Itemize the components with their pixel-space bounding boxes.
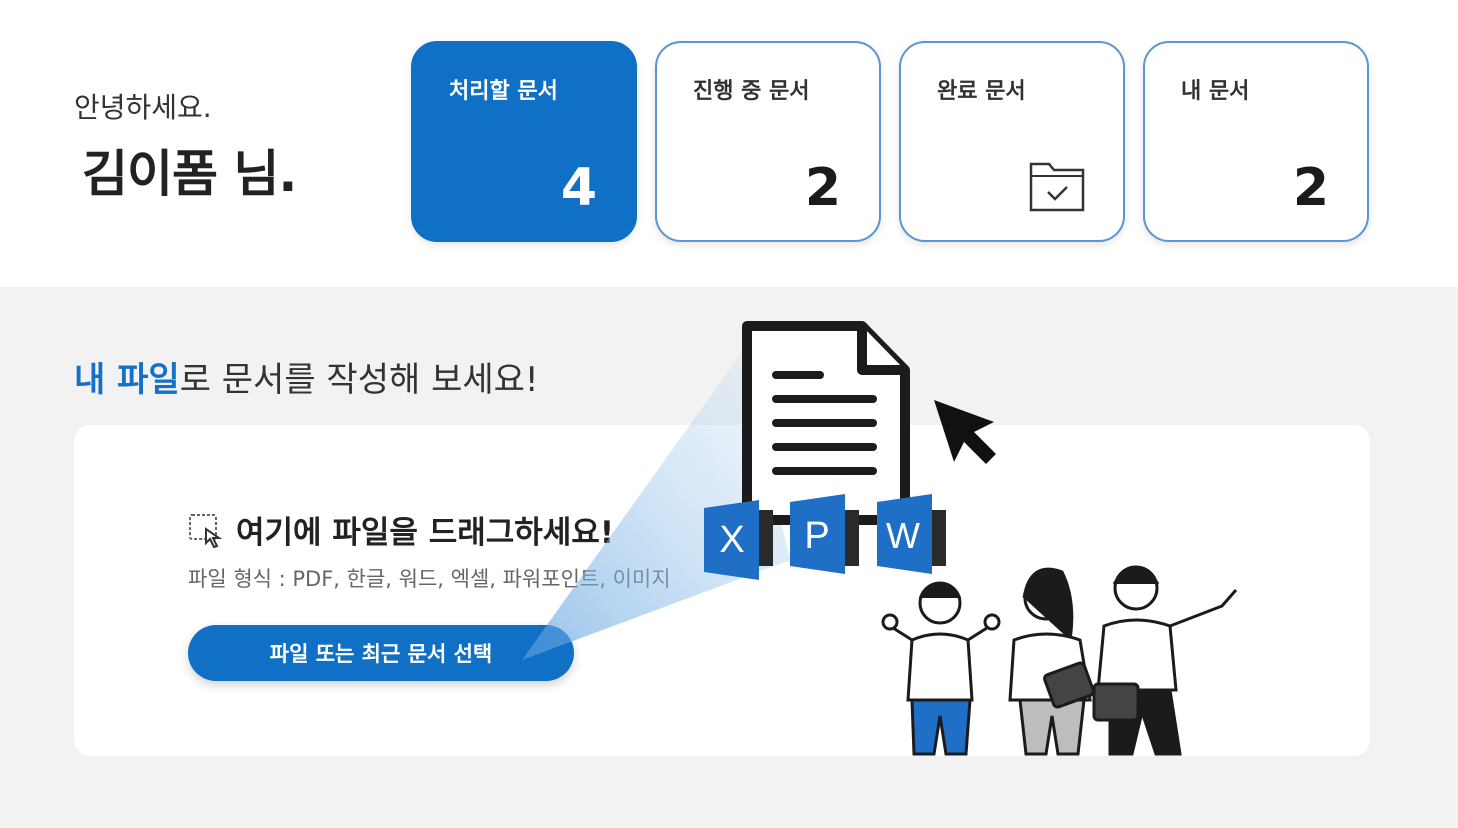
- drag-title: 여기에 파일을 드래그하세요!: [188, 507, 614, 552]
- card-in-progress-documents[interactable]: 진행 중 문서 2: [655, 41, 881, 242]
- card-my-documents[interactable]: 내 문서 2: [1143, 41, 1369, 242]
- card-count: 4: [560, 158, 597, 218]
- drag-title-text: 여기에 파일을 드래그하세요!: [236, 515, 614, 551]
- cursor-icon: [934, 400, 996, 464]
- card-label: 완료 문서: [937, 79, 1026, 104]
- light-beam: [522, 352, 790, 660]
- greeting-text: 안녕하세요.: [74, 91, 212, 124]
- section-title-highlight: 내 파일: [74, 360, 180, 400]
- header-area: 안녕하세요. 김이폼 님. 처리할 문서 4 진행 중 문서 2 완료 문서 내…: [0, 0, 1458, 287]
- excel-badge-letter: X: [719, 519, 744, 561]
- user-name: 김이폼 님.: [82, 145, 297, 203]
- folder-check-icon: [1029, 162, 1085, 212]
- powerpoint-badge-icon: P: [790, 494, 859, 574]
- card-label: 처리할 문서: [449, 79, 558, 104]
- people-illustration: [881, 565, 1238, 756]
- card-label: 진행 중 문서: [693, 79, 810, 104]
- word-badge-letter: W: [886, 515, 920, 556]
- card-pending-documents[interactable]: 처리할 문서 4: [411, 41, 637, 242]
- document-icon: [742, 321, 910, 525]
- section-title: 내 파일로 문서를 작성해 보세요!: [74, 352, 539, 401]
- card-count: 2: [804, 158, 841, 218]
- word-badge-icon: W: [877, 494, 946, 574]
- powerpoint-badge-letter: P: [804, 515, 829, 557]
- section-title-rest: 로 문서를 작성해 보세요!: [179, 360, 539, 400]
- select-file-button[interactable]: 파일 또는 최근 문서 선택: [188, 625, 574, 681]
- card-label: 내 문서: [1181, 79, 1250, 104]
- drag-drop-icon: [189, 513, 223, 548]
- card-completed-documents[interactable]: 완료 문서: [899, 41, 1125, 242]
- card-count: 2: [1292, 158, 1329, 218]
- excel-badge-icon: X: [704, 500, 773, 580]
